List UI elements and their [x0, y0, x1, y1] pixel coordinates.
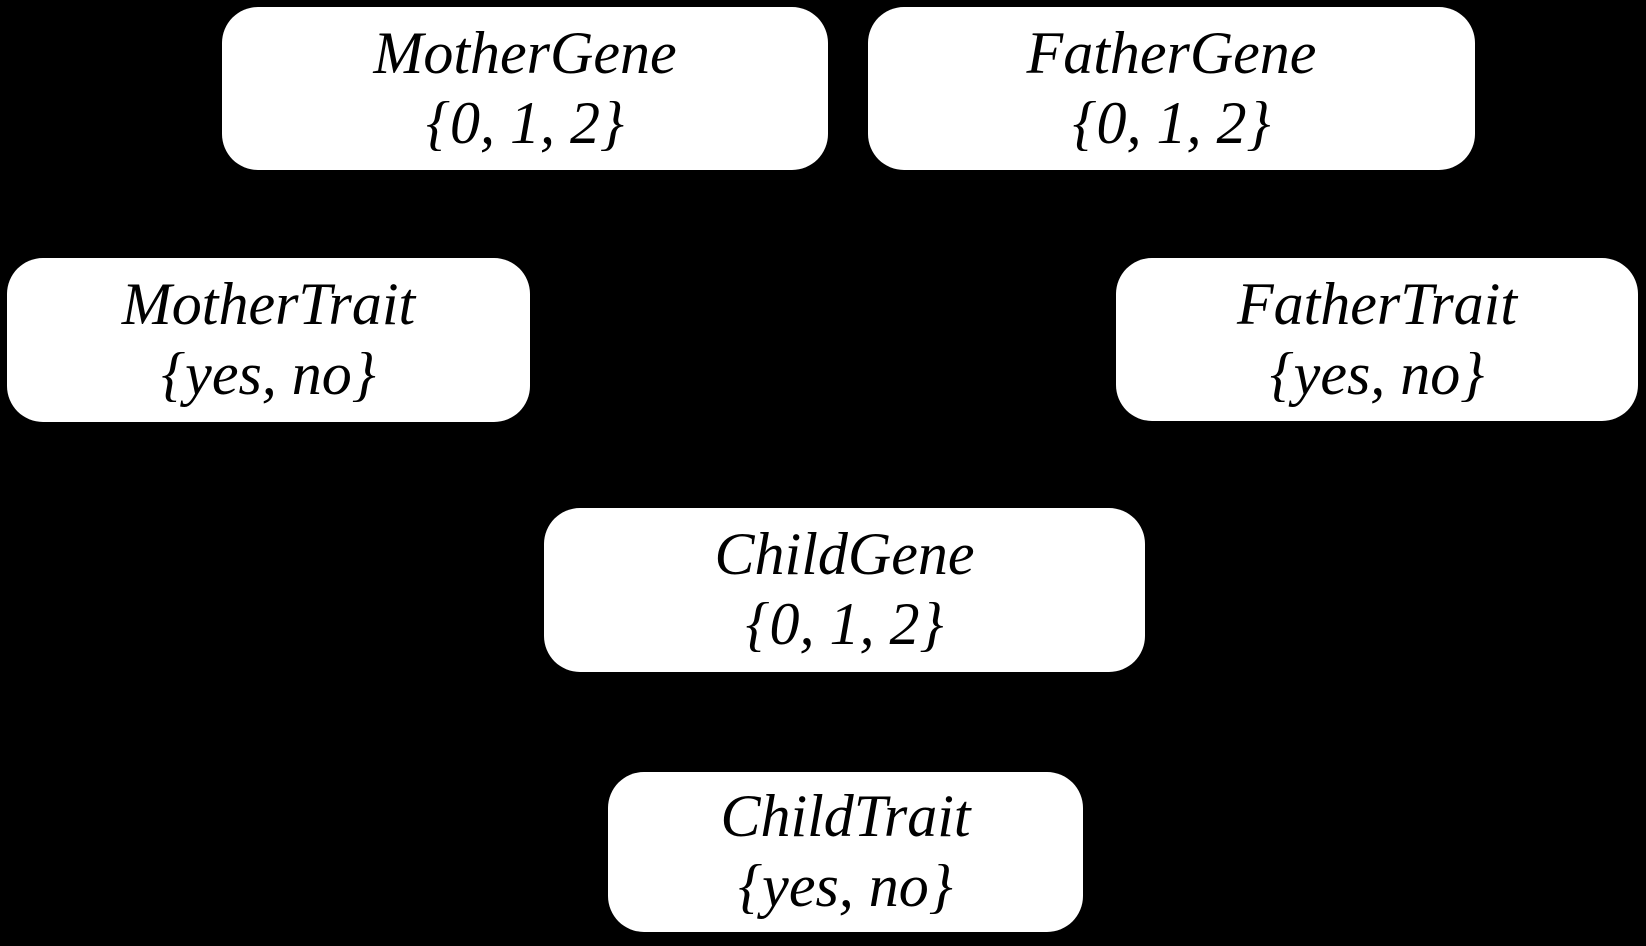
node-label: FatherTrait	[1236, 270, 1518, 337]
node-mother-gene[interactable]: MotherGene {0, 1, 2}	[222, 7, 828, 170]
node-mother-trait[interactable]: MotherTrait {yes, no}	[7, 258, 530, 422]
node-values: {yes, no}	[1269, 340, 1485, 407]
node-label: FatherGene	[1026, 19, 1317, 86]
node-label: MotherTrait	[121, 271, 416, 338]
node-values: {yes, no}	[161, 341, 376, 407]
node-values: {yes, no}	[738, 853, 953, 919]
node-label: ChildGene	[714, 521, 975, 588]
node-father-gene[interactable]: FatherGene {0, 1, 2}	[868, 7, 1475, 170]
node-values: {0, 1, 2}	[745, 591, 944, 657]
node-label: ChildTrait	[720, 783, 971, 850]
node-child-trait[interactable]: ChildTrait {yes, no}	[608, 772, 1083, 932]
node-values: {0, 1, 2}	[426, 89, 624, 156]
node-values: {0, 1, 2}	[1072, 89, 1271, 156]
node-father-trait[interactable]: FatherTrait {yes, no}	[1116, 258, 1638, 421]
node-label: MotherGene	[373, 19, 677, 86]
node-child-gene[interactable]: ChildGene {0, 1, 2}	[544, 508, 1145, 672]
